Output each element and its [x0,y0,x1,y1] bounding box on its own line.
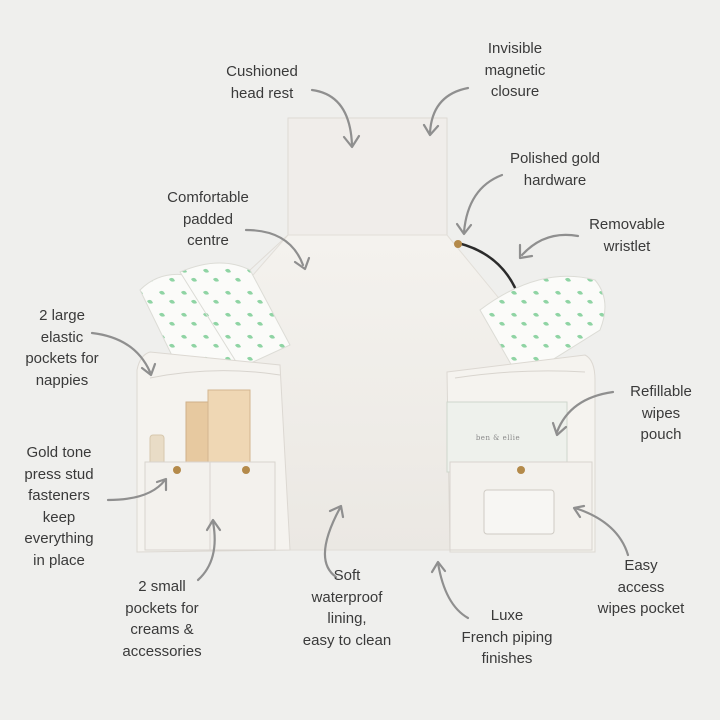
callout-line: accessories [122,642,202,660]
right-pocket-panel: ben & ellie [446,354,596,553]
callout-line: Luxe [490,607,524,624]
callout-wipes-pocket: Easy access wipes pocket [598,555,685,620]
callout-line: fasteners [28,487,90,504]
callout-line: Comfortable [167,189,249,206]
callout-line: Polished gold [509,150,601,167]
arrow-head-rest [310,88,361,149]
callout-line: Removable [589,216,665,233]
callout-line: waterproof [311,588,383,606]
callout-line: padded [182,210,234,228]
arrow-waterproof-lining [323,504,345,579]
callout-line: keep [42,508,76,526]
callout-wipes-pouch: Refillable wipes pouch [630,381,692,446]
arrow-french-piping [430,560,470,620]
callout-padded-centre: Comfortable padded centre [167,187,249,252]
arrow-wristlet [518,233,580,260]
arrow-wipes-pouch [551,390,615,437]
callout-line: closure [490,83,540,100]
callout-line: finishes [481,650,533,667]
nappy-right [479,275,606,381]
callout-small-pockets: 2 small pockets for creams & accessories [122,576,201,662]
nappies-left [139,262,291,373]
callout-line: pockets for [125,599,199,617]
callout-waterproof-lining: Soft waterproof lining, easy to clean [303,565,391,651]
callout-line: centre [187,232,229,249]
callout-line: Invisible [487,40,543,57]
callout-line: wristlet [603,237,651,255]
callout-press-studs: Gold tone press stud fasteners keep ever… [24,442,93,571]
callout-line: pouch [640,426,682,443]
arrow-small-pockets [196,518,222,582]
left-pocket-panel [136,351,291,553]
callout-line: elastic [40,328,84,346]
arrow-gold-hardware [455,173,504,236]
arrow-nappy-pockets [90,331,157,377]
callout-magnetic-closure: Invisible magnetic closure [485,38,546,103]
callout-line: nappies [35,371,89,389]
callout-line: magnetic [484,61,546,79]
callout-line: 2 large [39,307,85,324]
callout-line: Gold tone [26,444,92,461]
callout-gold-hardware: Polished gold hardware [510,148,600,191]
callout-french-piping: Luxe French piping finishes [462,605,553,670]
callout-head-rest: Cushioned head rest [226,61,298,104]
callout-line: in place [33,551,85,569]
arrow-press-studs [106,477,168,502]
callout-line: Easy [624,557,658,574]
arrow-padded-centre [244,228,311,271]
callout-line: French piping [461,628,553,646]
callout-line: easy to clean [302,631,392,649]
head-rest-panel [287,117,448,236]
callout-line: everything [24,530,94,547]
callout-line: lining, [327,610,367,627]
wipes-pouch-brand-tag: ben & ellie [476,434,520,442]
callout-line: Refillable [630,383,692,400]
callout-line: head rest [230,84,294,102]
callout-line: Cushioned [226,63,298,80]
arrow-magnetic-closure [422,86,470,137]
arrow-wipes-pocket [572,504,630,557]
callout-line: wipes [641,404,681,422]
callout-line: pockets for [25,350,99,367]
callout-line: Soft [333,567,361,584]
callout-line: press stud [24,465,94,483]
callout-line: creams & [130,621,194,638]
callout-line: 2 small [138,578,186,595]
callout-wristlet: Removable wristlet [589,214,665,257]
callout-line: wipes pocket [597,600,685,617]
callout-line: access [617,578,665,596]
callout-nappy-pockets: 2 large elastic pockets for nappies [25,305,98,391]
callout-line: hardware [523,171,587,189]
